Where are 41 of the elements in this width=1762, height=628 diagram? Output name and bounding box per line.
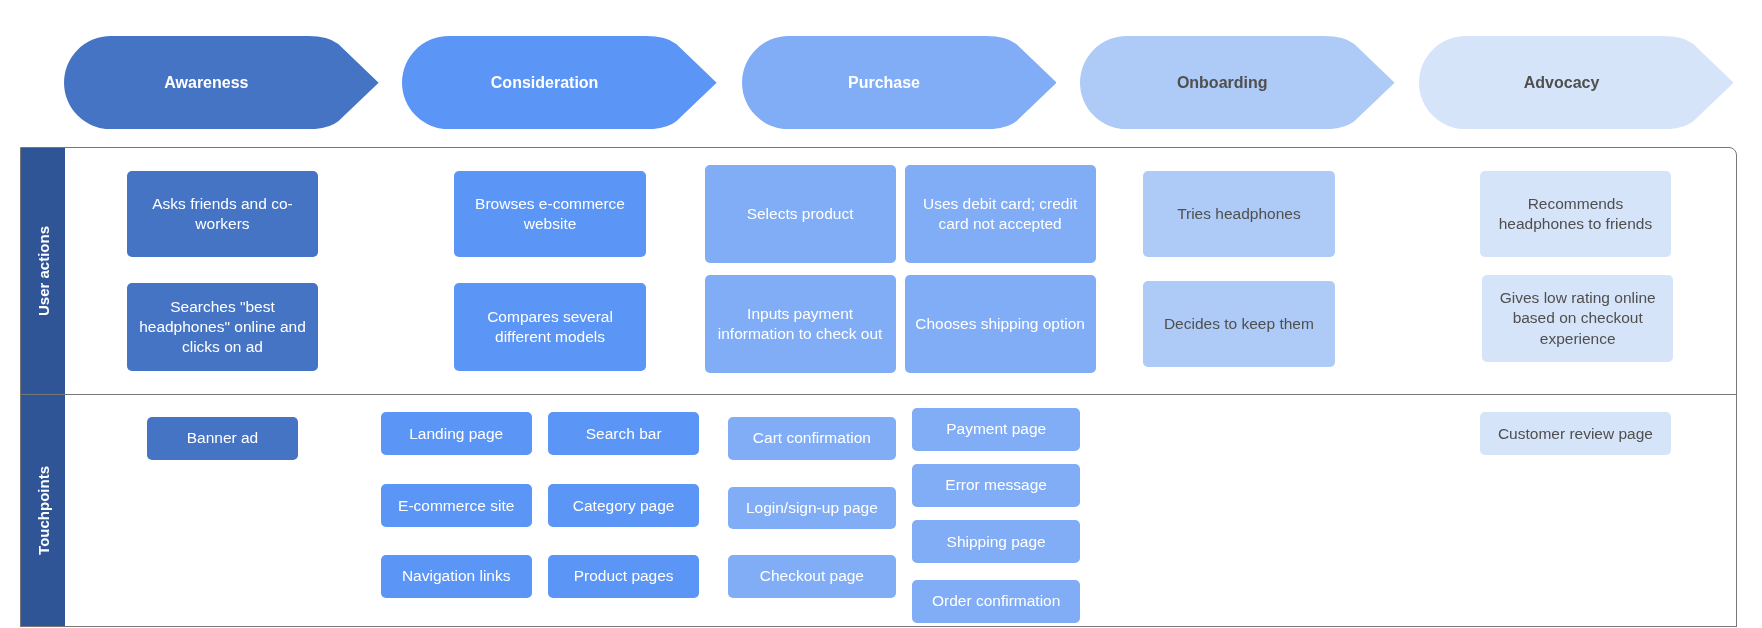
touchpoint-card: Payment page [912, 407, 1080, 451]
user-action-card: Searches "best headphones" online and clicks on ad [126, 283, 318, 371]
user-action-card: Chooses shipping option [904, 275, 1096, 374]
touchpoint-card: Banner ad [147, 416, 298, 460]
user-action-card: Uses debit card; credit card not accepted [904, 165, 1096, 263]
user-action-card: Gives low rating online based on checkout experience [1482, 275, 1674, 362]
touchpoint-card: Shipping page [912, 520, 1080, 563]
touchpoint-card: Product pages [548, 555, 699, 598]
swimlane [20, 147, 1738, 396]
user-action-card: Decides to keep them [1142, 280, 1335, 368]
stage-label: Purchase [847, 73, 921, 92]
touchpoint-card: Customer review page [1479, 412, 1671, 456]
touchpoint-card: E-commerce site [380, 484, 532, 527]
touchpoint-card: Landing page [380, 412, 532, 456]
touchpoint-card: Login/sign-up page [728, 486, 896, 530]
stage-header [64, 35, 379, 130]
user-action-card: Compares several different models [453, 283, 647, 371]
touchpoint-card: Error message [912, 464, 1080, 507]
lane-header: Touchpoints [21, 395, 66, 627]
touchpoint-card: Category page [548, 484, 699, 527]
stage-header [1079, 35, 1395, 130]
user-action-card: Browses e-commerce website [453, 170, 647, 258]
stage-label: Consideration [490, 73, 600, 92]
user-action-card: Selects product [704, 165, 896, 263]
touchpoint-card: Order confirmation [912, 579, 1080, 623]
user-action-card: Tries headphones [1142, 170, 1335, 258]
swimlane [20, 394, 1738, 628]
touchpoint-card: Cart confirmation [728, 416, 896, 460]
stage-label: Awareness [164, 73, 250, 92]
lane-header: User actions [21, 148, 66, 395]
stage-label: Onboarding [1176, 73, 1269, 92]
stage-header [741, 35, 1057, 130]
touchpoint-card: Navigation links [380, 555, 532, 598]
stage-header [1419, 35, 1734, 130]
touchpoint-card: Search bar [548, 412, 699, 456]
stage-label: Advocacy [1523, 73, 1601, 92]
user-action-card: Recommends headphones to friends [1479, 170, 1671, 258]
user-action-card: Asks friends and co-workers [126, 170, 318, 258]
touchpoint-card: Checkout page [728, 555, 896, 598]
stage-header [402, 35, 717, 130]
user-action-card: Inputs payment information to check out [704, 275, 896, 374]
